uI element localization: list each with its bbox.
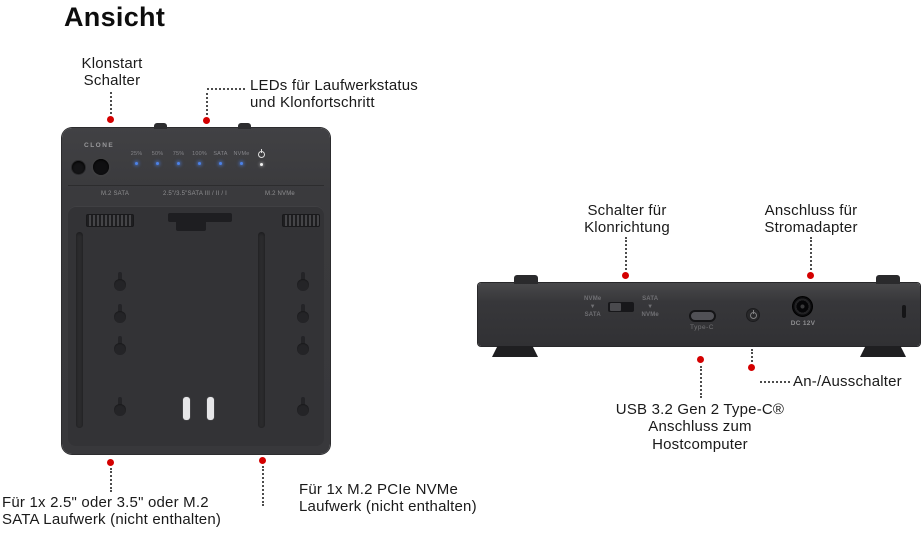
led-indicators: 25% 50% 75% 100% SATA NVMe bbox=[126, 149, 270, 166]
type-c-port-label: Type-C bbox=[690, 324, 714, 331]
clone-start-button bbox=[93, 159, 109, 175]
callout-leds: LEDs für Laufwerkstatus und Klonfortschr… bbox=[250, 77, 419, 112]
clone-direction-switch-group: NVMe ▼ SATA SATA ▼ NVMe bbox=[584, 295, 659, 319]
callout-dot bbox=[807, 272, 814, 279]
leader-line bbox=[810, 237, 812, 270]
top-edge-tab bbox=[238, 123, 251, 129]
switch-label-right: SATA ▼ NVMe bbox=[641, 296, 659, 319]
callout-dot bbox=[748, 364, 755, 371]
rear-edge-tab bbox=[514, 275, 538, 284]
m2-nvme-connector bbox=[282, 214, 320, 227]
m2-sata-slot-label: M.2 SATA bbox=[100, 191, 130, 197]
keyhole-slot bbox=[114, 397, 126, 416]
callout-clone-direction: Schalter für Klonrichtung bbox=[584, 202, 670, 237]
callout-sata-bay: Für 1x 2.5" oder 3.5" oder M.2 SATA Lauf… bbox=[2, 494, 222, 529]
leader-line bbox=[751, 349, 753, 362]
keyhole-slot bbox=[297, 336, 309, 355]
dock-top-view: CLONE 25% 50% 75% 100% SATA NVMe M.2 SAT… bbox=[62, 123, 330, 454]
callout-power-adapter: Anschluss für Stromadapter bbox=[764, 202, 858, 237]
aux-button bbox=[72, 161, 85, 174]
led-dot bbox=[156, 162, 159, 165]
leader-line bbox=[207, 88, 245, 90]
power-icon bbox=[257, 149, 265, 158]
led-75: 75% bbox=[168, 151, 189, 165]
m2-nvme-slot-label: M.2 NVMe bbox=[265, 191, 295, 197]
keyhole-slot bbox=[114, 272, 126, 291]
drive-stopper bbox=[183, 397, 190, 420]
page-title: Ansicht bbox=[64, 2, 166, 32]
callout-dot bbox=[697, 356, 704, 363]
power-icon bbox=[749, 309, 757, 319]
callout-dot bbox=[107, 116, 114, 123]
callout-dot bbox=[107, 459, 114, 466]
leader-line bbox=[625, 237, 627, 270]
keyhole-slot bbox=[114, 336, 126, 355]
led-dot bbox=[219, 162, 222, 165]
rear-edge-tab bbox=[876, 275, 900, 284]
keyhole-slot bbox=[114, 304, 126, 323]
switch-label-left: NVMe ▼ SATA bbox=[584, 296, 602, 319]
rubber-foot bbox=[492, 346, 538, 357]
keyhole-slot bbox=[297, 397, 309, 416]
callout-usb-host: USB 3.2 Gen 2 Type-C® Anschluss zum Host… bbox=[615, 401, 785, 453]
sata-slot-label: 2.5"/3.5"SATA III / II / I bbox=[163, 191, 227, 197]
panel-divider bbox=[68, 185, 324, 186]
leader-line bbox=[700, 366, 702, 398]
drive-groove bbox=[76, 232, 83, 428]
led-dot bbox=[198, 162, 201, 165]
led-dot bbox=[135, 162, 138, 165]
callout-dot bbox=[259, 457, 266, 464]
sata-connector bbox=[168, 213, 232, 234]
leader-line bbox=[760, 381, 790, 383]
clone-label: CLONE bbox=[84, 142, 115, 149]
dock-rear-view: NVMe ▼ SATA SATA ▼ NVMe Type-C DC 12V bbox=[478, 275, 920, 357]
leader-line bbox=[206, 93, 208, 115]
callout-nvme-bay: Für 1x M.2 PCIe NVMe Laufwerk (nicht ent… bbox=[299, 481, 477, 516]
leader-line bbox=[110, 468, 112, 492]
keyhole-slot bbox=[297, 272, 309, 291]
switch-knob bbox=[610, 303, 622, 312]
power-button bbox=[746, 308, 760, 322]
top-edge-tab bbox=[154, 123, 167, 129]
m2-sata-connector bbox=[86, 214, 134, 227]
led-dot bbox=[259, 163, 263, 166]
drive-bay-area bbox=[68, 206, 324, 446]
clone-direction-switch bbox=[608, 302, 635, 313]
callout-power-switch: An-/Ausschalter bbox=[793, 373, 902, 390]
led-nvme: NVMe bbox=[231, 151, 252, 165]
led-power bbox=[252, 149, 270, 166]
keyhole-slot bbox=[297, 304, 309, 323]
led-dot bbox=[240, 162, 243, 165]
drive-stopper bbox=[207, 397, 214, 420]
kensington-slot bbox=[902, 305, 906, 318]
callout-dot bbox=[622, 272, 629, 279]
leader-line bbox=[262, 466, 264, 506]
rubber-foot bbox=[860, 346, 906, 357]
dc-jack-label: DC 12V bbox=[790, 320, 816, 327]
type-c-port bbox=[689, 310, 716, 322]
drive-groove bbox=[258, 232, 265, 428]
leader-line bbox=[110, 92, 112, 114]
led-100: 100% bbox=[189, 151, 210, 165]
callout-clone-start: Klonstart Schalter bbox=[81, 55, 143, 90]
led-50: 50% bbox=[147, 151, 168, 165]
led-25: 25% bbox=[126, 151, 147, 165]
led-dot bbox=[177, 162, 180, 165]
led-sata: SATA bbox=[210, 151, 231, 165]
callout-dot bbox=[203, 117, 210, 124]
dc-power-jack bbox=[792, 296, 813, 317]
